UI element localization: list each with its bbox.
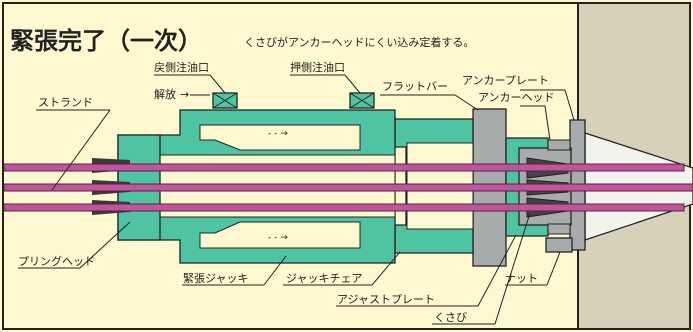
label-anchor-plate: アンカープレート (462, 74, 549, 87)
page-title: 緊張完了（一次） (10, 27, 202, 55)
page-subtitle: くさびがアンカーヘッドにくい込み定着する。 (244, 36, 475, 49)
leader-lines (18, 74, 575, 325)
label-spring-head: プリングヘッド (18, 254, 95, 268)
arrow-bottom: - - → (268, 233, 288, 243)
label-nut: ナット (505, 272, 538, 285)
release-arrow-icon: → (180, 88, 189, 101)
label-jack-chair: ジャッキチェア (286, 272, 362, 285)
label-release-oil-port: 戻側注油口 (154, 60, 209, 74)
label-release: 解放 (154, 87, 176, 101)
anchor-head-flange-bottom (547, 223, 571, 235)
label-strand: ストランド (38, 96, 93, 109)
label-push-oil-port: 押側注油口 (290, 60, 345, 74)
piston-bore-bottom (199, 221, 361, 249)
label-tension-jack: 緊張ジャッキ (183, 272, 248, 285)
strand-bottom (3, 203, 685, 212)
nut (545, 237, 573, 253)
anchor-head-flange-top (547, 139, 571, 151)
label-wedge: くさび (434, 311, 467, 324)
label-adjust-plate: アジャストプレート (337, 293, 435, 306)
strand-middle (3, 183, 693, 192)
piston-bore-top (199, 124, 361, 151)
label-flat-bar: フラットバー (382, 80, 448, 93)
label-anchor-head: アンカーヘッド (478, 91, 555, 104)
arrow-top: - - → (268, 129, 288, 139)
strand-top (3, 163, 685, 172)
